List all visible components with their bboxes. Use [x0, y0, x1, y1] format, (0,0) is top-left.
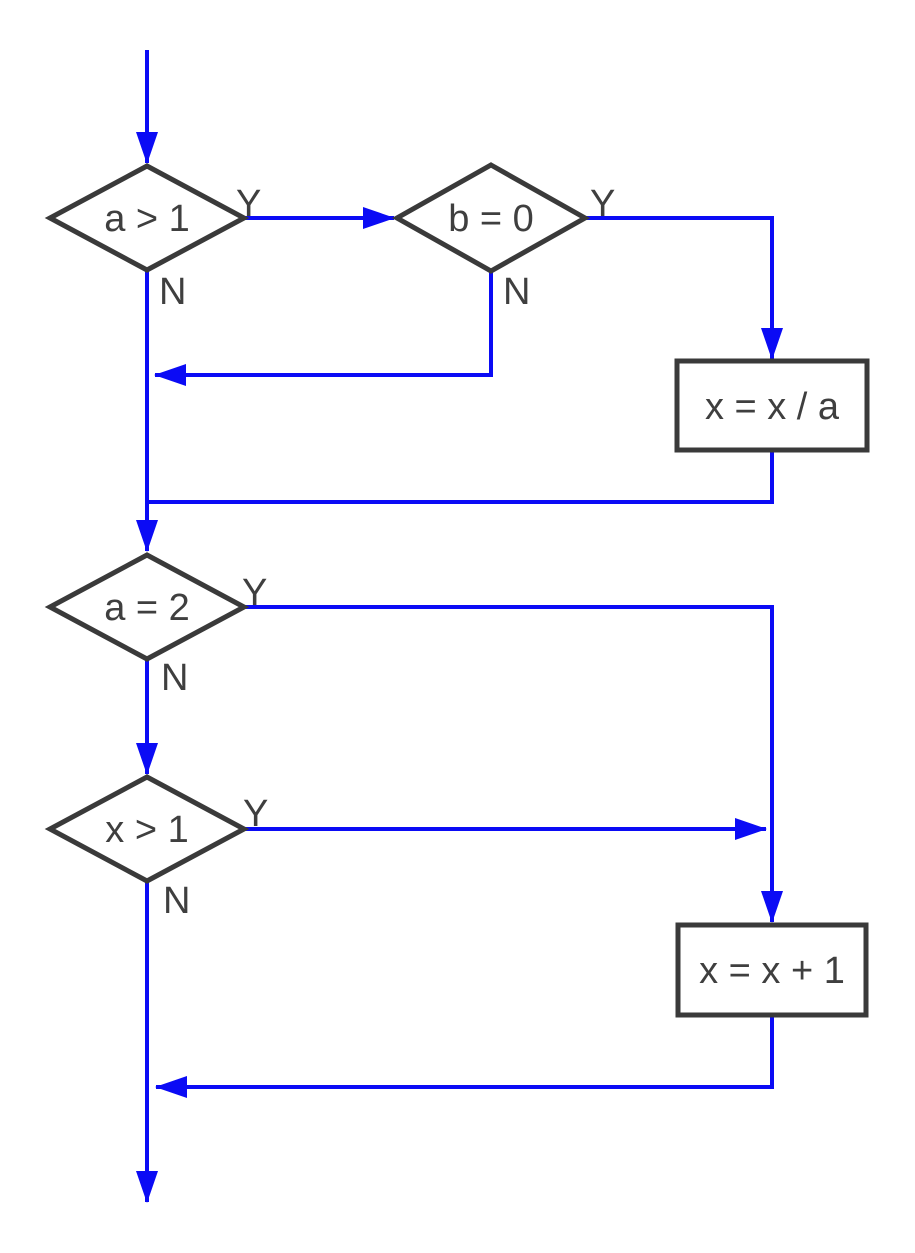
decision-node-b-eq-0: b = 0: [391, 162, 591, 274]
branch-label-d2-no: N: [503, 271, 530, 313]
decision-node-x-gt-1: x > 1: [44, 774, 250, 884]
branch-label-d4-yes: Y: [243, 793, 268, 835]
process-node-x-plus-1: x = x + 1: [675, 922, 869, 1018]
edge-d3-yes-to-p2: [244, 605, 783, 923]
edge-d2-no-to-mainline: [154, 271, 493, 386]
diamond-shape: [391, 162, 591, 274]
edge-p1-out-to-mainline: [149, 450, 774, 504]
branch-labels-layer: Y N Y N Y N Y N: [159, 183, 615, 922]
branch-label-d1-yes: Y: [236, 183, 261, 225]
process-shape: [674, 358, 870, 453]
branch-label-d3-no: N: [161, 657, 188, 699]
node-label: a = 2: [104, 587, 190, 629]
branch-label-d2-yes: Y: [590, 183, 615, 225]
node-label: x > 1: [105, 809, 188, 851]
edge-d2-yes-to-p1: [585, 216, 783, 360]
branch-label-d1-no: N: [159, 271, 186, 313]
diamond-shape: [44, 552, 250, 662]
branch-label-d4-no: N: [163, 880, 190, 922]
decision-node-a-eq-2: a = 2: [44, 552, 250, 662]
decision-node-a-gt-1: a > 1: [44, 163, 250, 273]
node-label: b = 0: [448, 198, 534, 240]
node-label: x = x / a: [705, 386, 840, 428]
edge-p2-out-to-mainline: [155, 1015, 774, 1098]
branch-label-d3-yes: Y: [242, 572, 267, 614]
process-shape: [675, 922, 869, 1018]
edges-layer: [136, 50, 783, 1203]
process-node-x-div-a: x = x / a: [674, 358, 870, 453]
diamond-shape: [44, 774, 250, 884]
node-label: a > 1: [104, 198, 190, 240]
node-label: x = x + 1: [699, 950, 845, 992]
diamond-shape: [44, 163, 250, 273]
